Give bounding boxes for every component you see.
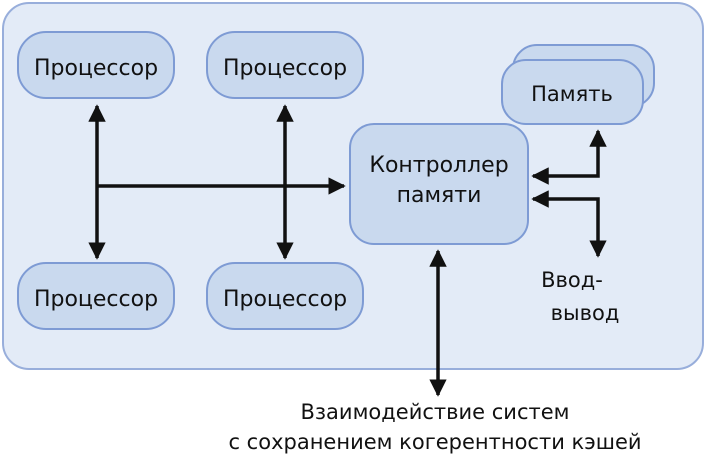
interconnect-caption-line2: с сохранением когерентности кэшей xyxy=(228,430,642,454)
memory-front-card xyxy=(501,59,644,125)
processor-top-left-label: Процессор xyxy=(34,56,158,81)
processor-bottom-left: Процессор xyxy=(17,262,175,330)
interconnect-caption-line1: Взаимодействие систем xyxy=(300,400,570,424)
io-label-line1: Ввод- xyxy=(541,268,603,292)
arrow-controller-to-io xyxy=(531,190,607,258)
processor-bottom-left-label: Процессор xyxy=(34,287,158,312)
processor-bottom-right: Процессор xyxy=(206,262,364,330)
memory-label: Память xyxy=(531,82,613,106)
memory-controller-label-line1: Контроллер xyxy=(369,153,508,178)
io-label-line2: вывод xyxy=(551,301,620,325)
processor-top-right-label: Процессор xyxy=(223,56,347,81)
processor-bottom-right-label: Процессор xyxy=(223,287,347,312)
arrow-controller-to-memory xyxy=(531,129,607,185)
memory-controller: Контроллер памяти xyxy=(349,123,529,245)
processor-top-left: Процессор xyxy=(17,31,175,99)
memory-stack: Память xyxy=(501,44,655,125)
processor-top-right: Процессор xyxy=(206,31,364,99)
memory-controller-label-line2: памяти xyxy=(397,183,482,208)
